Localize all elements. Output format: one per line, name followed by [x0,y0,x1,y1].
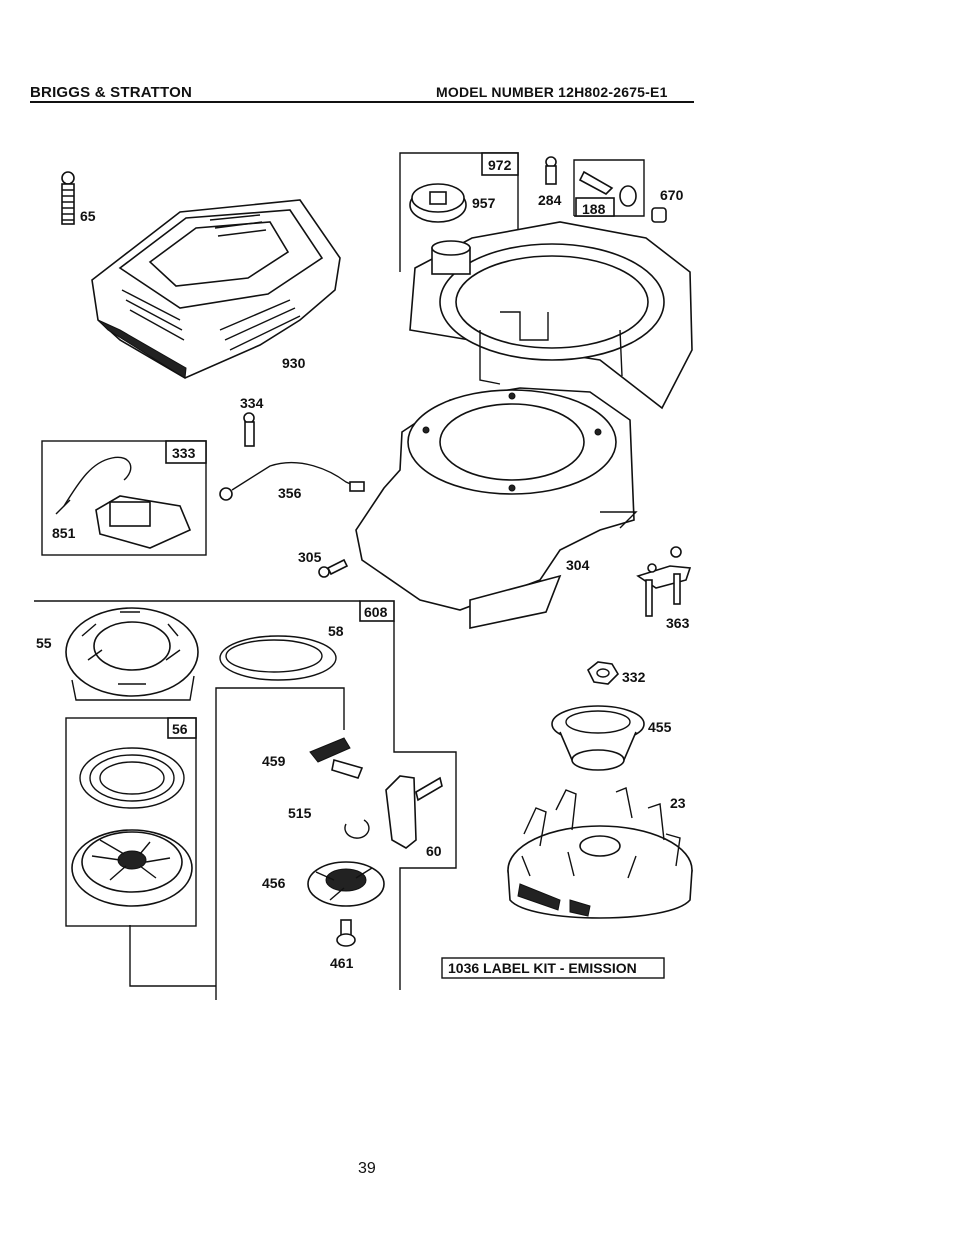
label-kit-text: 1036 LABEL KIT - EMISSION [448,960,637,976]
label-851: 851 [52,525,76,541]
label-456: 456 [262,875,286,891]
label-305: 305 [298,549,322,565]
label-23: 23 [670,795,686,811]
label-188: 188 [582,201,606,217]
fuel-cap-957-drawing [409,183,467,223]
label-972: 972 [488,157,512,173]
blower-housing-upper-drawing [409,221,693,410]
screw-461-drawing [336,919,356,947]
label-56: 56 [172,721,188,737]
label-60: 60 [426,843,442,859]
blower-housing-304-drawing [355,387,638,629]
label-515: 515 [288,805,312,821]
label-334: 334 [240,395,264,411]
label-957: 957 [472,195,496,211]
label-304: 304 [566,557,590,573]
recoil-spring-drawing [79,747,185,809]
nut-332-drawing [586,661,620,685]
label-461: 461 [330,955,354,971]
ignition-coil-drawing [55,456,192,549]
label-608: 608 [364,604,388,620]
starter-cup-455-drawing [551,705,645,771]
label-670: 670 [660,187,684,203]
flywheel-23-drawing [507,787,693,919]
starter-handle-60-drawing [385,775,443,849]
label-356: 356 [278,485,302,501]
box-333-frame [41,440,207,556]
pulley-drawing [71,829,193,907]
screw-334-drawing [243,412,255,447]
label-65: 65 [80,208,96,224]
screw-65-drawing [61,171,75,225]
label-455: 455 [648,719,672,735]
label-930: 930 [282,355,306,371]
retainer-ring-515-drawing [344,819,370,839]
retainer-456-drawing [307,861,385,907]
label-333: 333 [172,445,196,461]
label-459: 459 [262,753,286,769]
label-332: 332 [622,669,646,685]
label-363: 363 [666,615,690,631]
ground-wire-356-drawing [219,461,365,501]
engine-cover-930-drawing [91,199,341,379]
starter-housing-55-drawing [65,607,199,701]
model-number: MODEL NUMBER 12H802-2675-E1 [436,84,668,100]
page-number: 39 [358,1160,376,1177]
box-972-frame [399,152,519,272]
brand-title: BRIGGS & STRATTON [30,84,193,101]
starter-section-frame [34,600,457,1000]
box-188-frame [573,159,645,217]
label-58: 58 [328,623,344,639]
bushing-670-drawing [651,207,667,223]
bolt-284-drawing [545,156,557,185]
rope-58-drawing [219,635,337,681]
screw-305-drawing [318,558,349,578]
box-56-frame [65,717,197,927]
pawl-459-drawing [309,737,364,779]
label-55: 55 [36,635,52,651]
label-284: 284 [538,192,562,208]
header-rule [30,101,694,103]
bracket-363-drawing [636,546,692,617]
label-kit-box [441,957,665,979]
